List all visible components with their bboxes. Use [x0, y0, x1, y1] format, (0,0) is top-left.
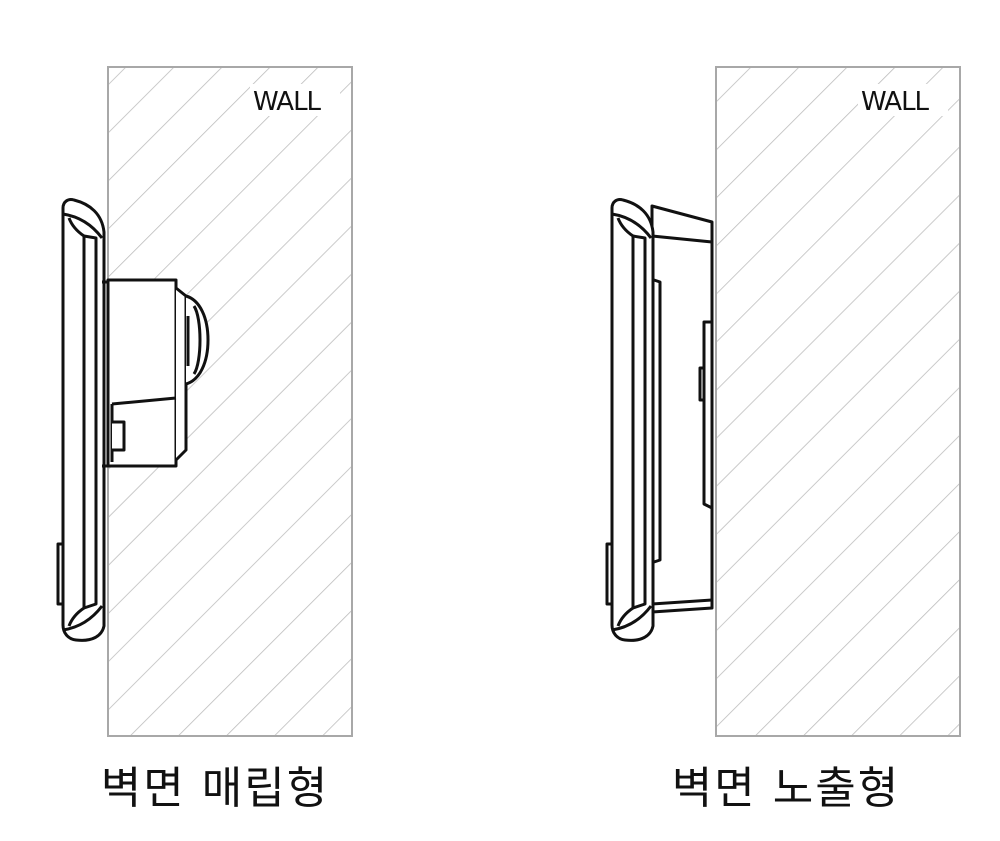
wall-section: WALL — [715, 66, 961, 737]
wall-label: WALL — [861, 87, 930, 117]
front-panel-device — [56, 198, 110, 642]
wall-label: WALL — [253, 87, 322, 117]
recessed-mount-caption: 벽면 매립형 — [100, 763, 330, 814]
surface-mount-caption: 벽면 노출형 — [671, 763, 901, 814]
surface-housing — [650, 204, 714, 614]
recessed-body — [106, 278, 210, 468]
front-panel-device — [605, 198, 655, 642]
surface-mount-diagram: WALL — [605, 66, 961, 737]
recessed-mount-diagram: WALL — [56, 66, 353, 737]
